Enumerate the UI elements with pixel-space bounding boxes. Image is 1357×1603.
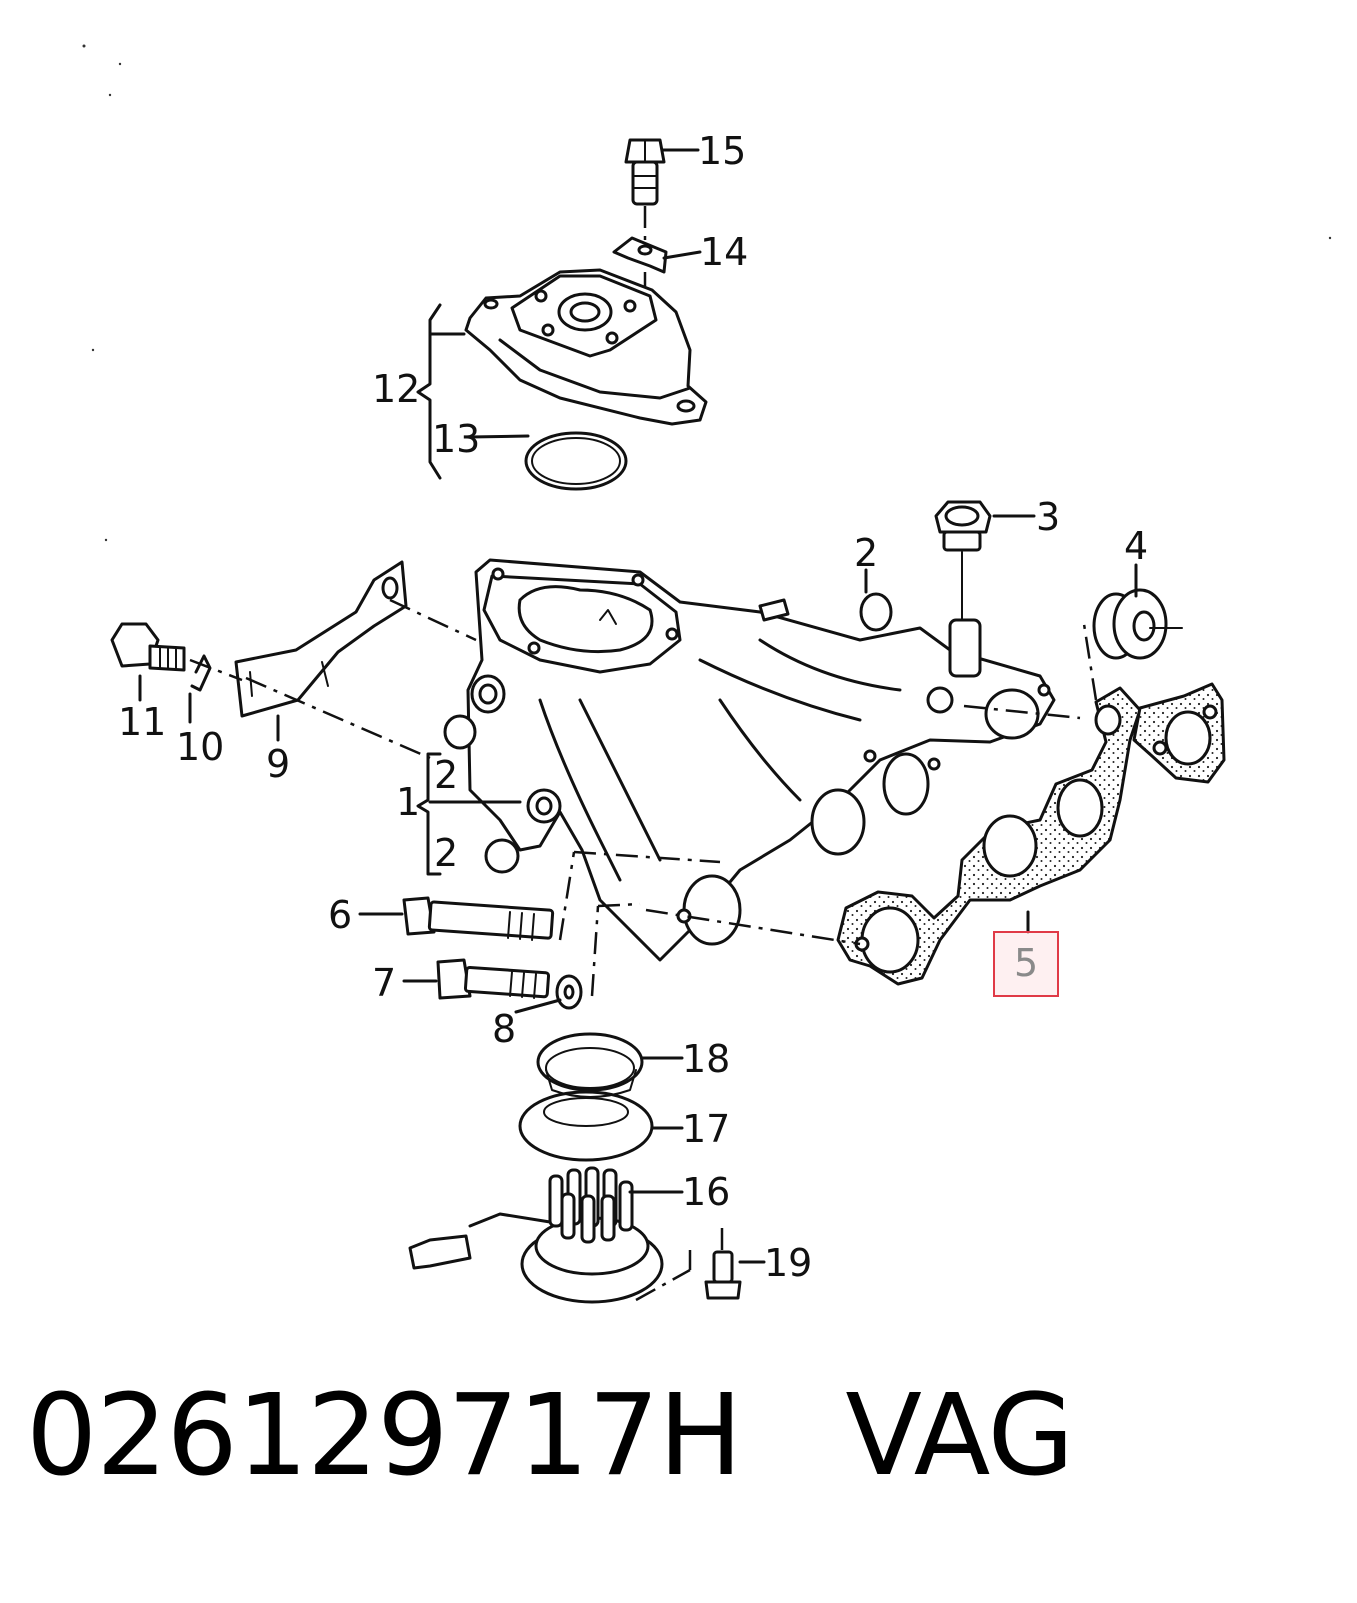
callout-6[interactable]: 6 [328,893,352,937]
seal-ring-part-18[interactable] [536,1032,644,1098]
callout-7[interactable]: 7 [372,961,396,1005]
plug-part-3[interactable] [934,500,992,621]
scan-specks [82,44,1332,542]
part-number-title: 026129717H VAG [26,1371,1074,1501]
gasket-part-5[interactable] [836,682,1226,986]
bolt-part-15[interactable] [624,138,666,240]
callout-12[interactable]: 12 [372,367,420,411]
plug-part-2-lower[interactable] [484,838,520,874]
callout-labels: 15 14 12 13 3 2 4 11 10 9 2 1 2 5 6 7 8 … [118,129,1148,1285]
intake-manifold-part-1[interactable] [466,558,1056,962]
callout-1[interactable]: 1 [396,780,420,824]
callout-15[interactable]: 15 [698,129,746,173]
callout-8[interactable]: 8 [492,1007,516,1051]
callout-14[interactable]: 14 [700,230,748,274]
screw-part-19[interactable] [704,1228,742,1300]
bolt-part-11[interactable] [110,622,186,672]
callout-10[interactable]: 10 [176,725,224,769]
o-ring-part-13[interactable] [524,431,628,491]
washer-part-8[interactable] [555,974,583,1010]
cover-part-12[interactable] [464,268,708,426]
bolt-part-7[interactable] [436,958,551,1000]
plug-part-2-top[interactable] [859,592,893,632]
callout-2-lower[interactable]: 2 [434,831,458,875]
bracket-12-13 [416,303,466,480]
callout-2-top[interactable]: 2 [854,531,878,575]
clip-part-14[interactable] [612,236,668,296]
callout-19[interactable]: 19 [764,1241,812,1285]
highlight-box-part-5 [993,931,1059,997]
callout-16[interactable]: 16 [682,1170,730,1214]
gasket-part-17[interactable] [518,1090,654,1162]
callout-13[interactable]: 13 [432,417,480,461]
callout-3[interactable]: 3 [1036,495,1060,539]
assembly-lines [189,598,1098,1302]
grommet-part-4[interactable] [1092,588,1183,660]
callout-17[interactable]: 17 [682,1107,730,1151]
injector-assembly-part-16[interactable] [408,1166,664,1304]
callout-18[interactable]: 18 [682,1037,730,1081]
callout-4[interactable]: 4 [1124,524,1148,568]
bracket-part-9[interactable] [234,560,408,718]
callout-11[interactable]: 11 [118,700,166,744]
leader-lines [138,148,1138,1264]
callout-5[interactable]: 5 [1014,941,1038,985]
callout-9[interactable]: 9 [266,742,290,786]
callout-2-upper[interactable]: 2 [434,753,458,797]
bolt-part-6[interactable] [402,896,555,941]
plug-part-2-upper[interactable] [443,714,477,750]
